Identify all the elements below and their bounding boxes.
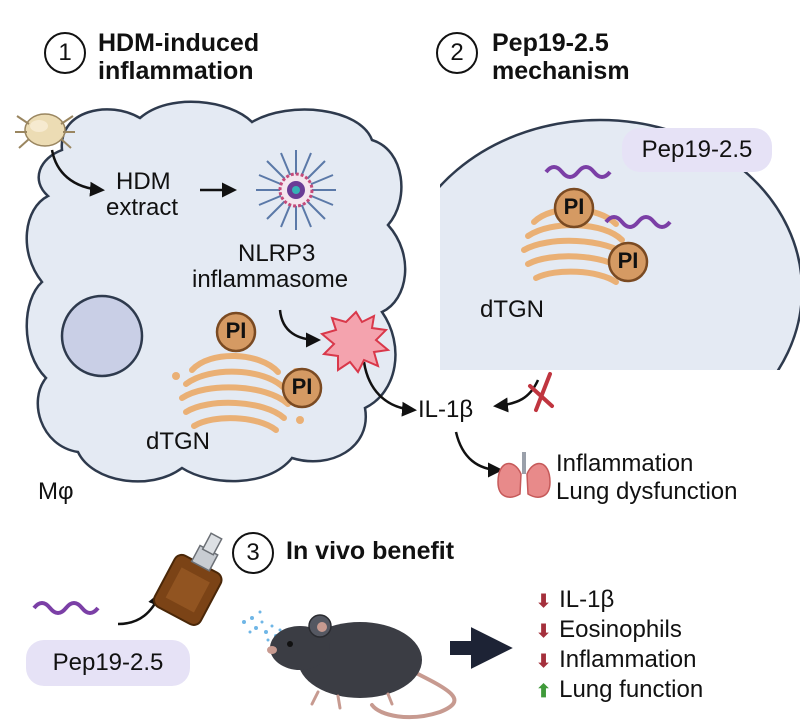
arrow-inflammasome-to-il1b bbox=[362, 361, 417, 417]
panel2-title-line1: Pep19-2.5 bbox=[492, 29, 609, 57]
outcome-inflammation: Inflammation bbox=[556, 450, 694, 477]
up-arrow-icon: ⬆ bbox=[536, 681, 552, 701]
panel1-title-line1: HDM-induced bbox=[98, 29, 260, 57]
macrophage-label: Mφ bbox=[38, 478, 74, 505]
down-arrow-icon: ⬇ bbox=[536, 651, 552, 671]
pi-lipid-icon bbox=[607, 241, 649, 283]
pi-label: PI bbox=[291, 374, 313, 399]
arrow-blocked-to-il1b bbox=[493, 379, 540, 413]
lungs-icon bbox=[497, 452, 551, 498]
panel2-number: 2 bbox=[450, 39, 464, 66]
golgi-dtgn-icon bbox=[179, 352, 291, 433]
peptide-icon bbox=[32, 601, 100, 615]
result-item: ⬇ IL-1β bbox=[536, 586, 614, 615]
pi-label: PI bbox=[225, 318, 247, 343]
nlrp3-line1: NLRP3 bbox=[238, 240, 316, 267]
peptide-pill: Pep19-2.5 bbox=[622, 128, 772, 172]
arrow-mite-to-extract bbox=[50, 149, 105, 197]
nlrp3-line2: inflammasome bbox=[192, 266, 349, 293]
peptide-icon bbox=[544, 165, 612, 179]
arrow-il1b-to-lungs bbox=[454, 431, 503, 478]
pi-lipid-icon bbox=[553, 187, 595, 229]
result-text: Eosinophils bbox=[559, 616, 682, 643]
result-text: Inflammation bbox=[559, 646, 697, 673]
result-item: ⬇ Inflammation bbox=[536, 646, 696, 675]
mouse-icon bbox=[267, 614, 457, 720]
panel1-title-line2: inflammation bbox=[98, 57, 254, 85]
result-item: ⬆ Lung function bbox=[536, 676, 703, 705]
dtgn-label: dTGN bbox=[146, 428, 211, 455]
hdm-extract-line2: extract bbox=[106, 194, 179, 221]
pi-lipid-icon bbox=[215, 311, 257, 353]
nlrp3-ring-icon bbox=[256, 150, 336, 230]
arrow-nlrp3-to-inflammasome bbox=[278, 309, 321, 348]
nucleus bbox=[60, 294, 144, 378]
panel3-title: In vivo benefit bbox=[286, 537, 455, 565]
result-text: IL-1β bbox=[559, 586, 615, 613]
pi-label: PI bbox=[617, 248, 639, 273]
pi-lipid-icon bbox=[281, 367, 323, 409]
peptide-pill: Pep19-2.5 bbox=[26, 640, 190, 686]
spray-bottle-icon bbox=[153, 532, 223, 626]
panel2-number-badge: 2 bbox=[436, 32, 478, 74]
outcome-lung-dysfunction: Lung dysfunction bbox=[556, 478, 738, 505]
inflammasome-burst-icon bbox=[319, 310, 391, 374]
pi-label: PI bbox=[563, 194, 585, 219]
panel1-number-badge: 1 bbox=[44, 32, 86, 74]
block-x-icon bbox=[528, 372, 554, 412]
down-arrow-icon: ⬇ bbox=[536, 621, 552, 641]
dtgn-label: dTGN bbox=[480, 296, 545, 323]
dust-mite-icon bbox=[15, 113, 75, 149]
panel3-number: 3 bbox=[246, 539, 260, 566]
panel3-number-badge: 3 bbox=[232, 532, 274, 574]
peptide-icon bbox=[604, 215, 672, 229]
il1b-label: IL-1β bbox=[418, 396, 474, 423]
result-item: ⬇ Eosinophils bbox=[536, 616, 682, 645]
hdm-extract-line1: HDM bbox=[116, 168, 171, 195]
panel1-number: 1 bbox=[58, 39, 72, 66]
down-arrow-icon: ⬇ bbox=[536, 591, 552, 611]
panel2-title-line2: mechanism bbox=[492, 57, 630, 85]
result-text: Lung function bbox=[559, 676, 704, 703]
